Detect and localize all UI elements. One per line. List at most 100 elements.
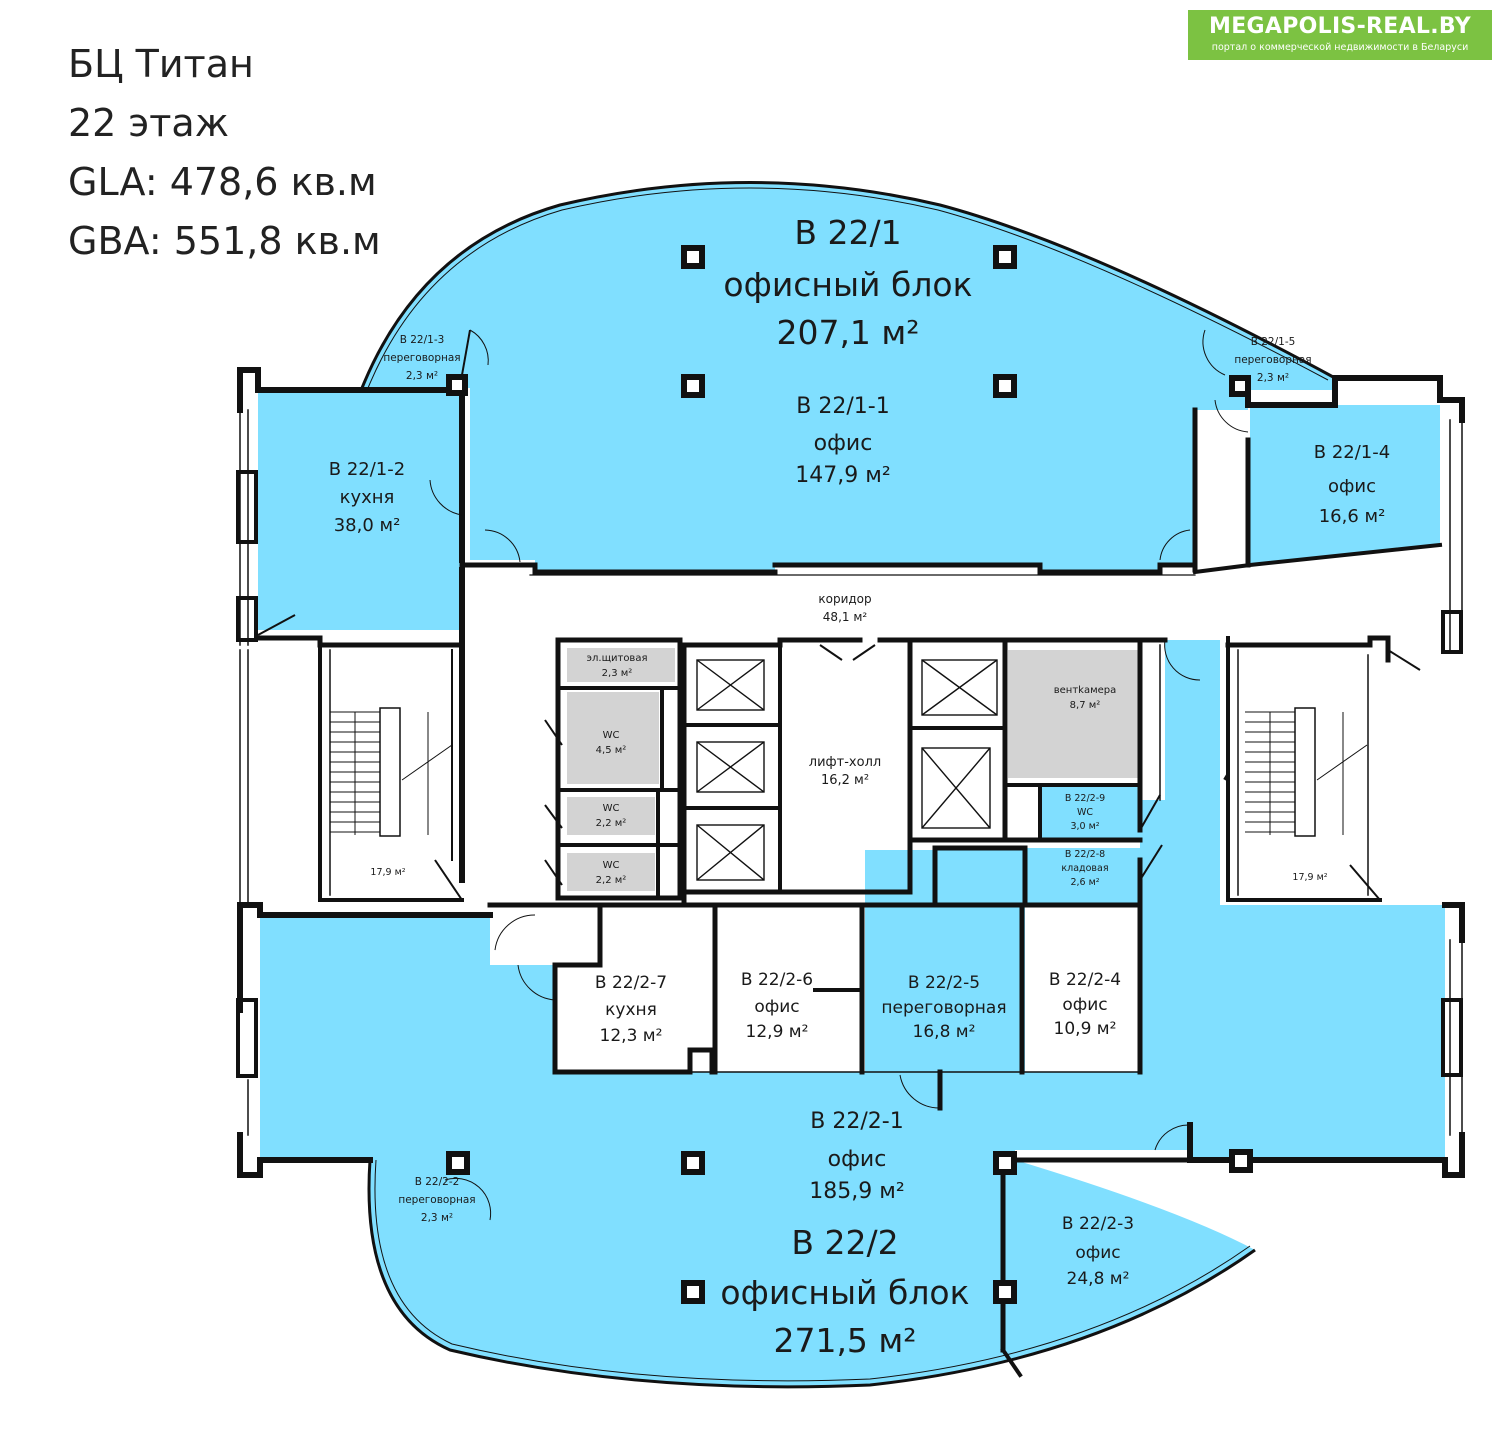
elec-type: эл.щитовая — [587, 653, 648, 664]
b2-6-type: офис — [754, 997, 799, 1017]
b2-1-type: офис — [828, 1147, 887, 1172]
room-b1-3-label: В 22/1-3 переговорная 2,3 м² — [383, 334, 460, 382]
door-swings — [257, 329, 1421, 1221]
elec-label: эл.щитовая 2,3 м² — [587, 653, 648, 679]
room-b1-2-area — [258, 390, 462, 630]
b1-3-area: 2,3 м² — [406, 370, 438, 382]
b2-7-label: В 22/2-7 кухня 12,3 м² — [595, 973, 667, 1046]
wc2-area: 2,2 м² — [596, 818, 627, 829]
room-wc3-area — [567, 853, 655, 891]
site-logo[interactable]: MEGAPOLIS-REAL.BY портал о коммерческой … — [1188, 10, 1492, 60]
room-wc2-area — [567, 797, 655, 835]
b2-label: В 22/2 офисный блок 271,5 м² — [720, 1223, 969, 1360]
columns — [446, 245, 1253, 1304]
b1-5-area: 2,3 м² — [1257, 372, 1289, 384]
block-b1-area — [362, 182, 1335, 572]
b2-1-label: В 22/2-1 офис 185,9 м² — [809, 1109, 904, 1204]
room-b1-4-area — [1250, 405, 1440, 565]
corridor-type: коридор — [818, 592, 871, 606]
room-wc1-area — [567, 692, 659, 784]
b1-2-type: кухня — [340, 487, 395, 508]
lift-hall-area: 16,2 м² — [821, 773, 869, 788]
b2-8-type: кладовая — [1061, 863, 1108, 874]
gba-text: GBA: 551,8 кв.м — [68, 219, 381, 263]
b2-4-label: В 22/2-4 офис 10,9 м² — [1049, 970, 1121, 1039]
b1-3-id: В 22/1-3 — [400, 334, 445, 346]
b1-4-id: В 22/1-4 — [1314, 442, 1390, 463]
b2-1-area: 185,9 м² — [809, 1179, 904, 1204]
b2-7-type: кухня — [605, 1000, 657, 1020]
b1-type: офисный блок — [723, 265, 972, 304]
b2-7-id: В 22/2-7 — [595, 973, 667, 993]
b2-type: офисный блок — [720, 1273, 969, 1312]
b2-7-area: 12,3 м² — [600, 1026, 663, 1046]
lift-hall-type: лифт-холл — [809, 755, 881, 770]
b2-5-type: переговорная — [881, 998, 1006, 1018]
room-b1-label: В 22/1 офисный блок 207,1 м² — [723, 213, 972, 352]
b2-2-area: 2,3 м² — [421, 1212, 453, 1224]
b2-9-type: WC — [1077, 807, 1093, 818]
b2-8-id: В 22/2-8 — [1065, 849, 1105, 860]
b1-1-type: офис — [814, 431, 873, 456]
outer-arc-bottom-inner — [374, 1159, 1251, 1382]
wc3-area: 2,2 м² — [596, 875, 627, 886]
b1-3-type: переговорная — [383, 352, 460, 364]
room-b2-5-area — [865, 850, 1025, 1072]
corridor-label: коридор 48,1 м² — [818, 592, 871, 624]
b2-4-type: офис — [1062, 995, 1107, 1015]
b1-2-id: В 22/1-2 — [329, 459, 405, 480]
wc3-label: WC 2,2 м² — [596, 860, 627, 886]
wc3-type: WC — [603, 860, 620, 871]
wc2-type: WC — [603, 803, 620, 814]
lift-shafts — [696, 659, 998, 881]
b2-3-area: 24,8 м² — [1067, 1269, 1130, 1289]
wc1-type: WC — [603, 730, 620, 741]
b2-8-area: 2,6 м² — [1070, 877, 1099, 888]
b2-8-label: В 22/2-8 кладовая 2,6 м² — [1061, 849, 1108, 888]
stair-left-graphic — [330, 707, 453, 837]
b2-3-id: В 22/2-3 — [1062, 1214, 1134, 1234]
b1-2-area: 38,0 м² — [334, 515, 401, 536]
gla-text: GLA: 478,6 кв.м — [68, 160, 377, 204]
b2-3-label: В 22/2-3 офис 24,8 м² — [1062, 1214, 1134, 1289]
outer-arc-top — [360, 181, 1336, 389]
room-b2-9-area — [1040, 785, 1140, 840]
stair-left-area: 17,9 м² — [370, 867, 405, 878]
wc1-area: 4,5 м² — [596, 745, 627, 756]
b2-3-type: офис — [1075, 1243, 1120, 1263]
b2-5-area: 16,8 м² — [913, 1022, 976, 1042]
b2-9-label: В 22/2-9 WC 3,0 м² — [1065, 793, 1105, 832]
floor-title: 22 этаж — [68, 101, 229, 145]
elec-area: 2,3 м² — [602, 668, 633, 679]
vent-type: вентkамера — [1054, 685, 1117, 696]
b2-1-id: В 22/2-1 — [810, 1109, 903, 1134]
room-b1-4-label: В 22/1-4 офис 16,6 м² — [1314, 442, 1390, 527]
b2-5-id: В 22/2-5 — [908, 973, 980, 993]
room-b1-5-label: В 22/1-5 переговорная 2,3 м² — [1234, 336, 1311, 384]
room-b1-2-label: В 22/1-2 кухня 38,0 м² — [329, 459, 405, 536]
outer-arc-top-inner — [367, 187, 1329, 389]
wc2-label: WC 2,2 м² — [596, 803, 627, 829]
room-b1-1-label: В 22/1-1 офис 147,9 м² — [795, 394, 890, 488]
room-elec-area — [567, 648, 675, 682]
outer-arc-bottom — [367, 1159, 1256, 1389]
logo-name: MEGAPOLIS-REAL.BY — [1209, 14, 1471, 39]
b2-2-id: В 22/2-2 — [415, 1176, 460, 1188]
b2-4-area: 10,9 м² — [1054, 1019, 1117, 1039]
b1-5-id: В 22/1-5 — [1251, 336, 1296, 348]
b1-id: В 22/1 — [794, 213, 901, 252]
b2-2-type: переговорная — [398, 1194, 475, 1206]
b2-9-area: 3,0 м² — [1070, 821, 1099, 832]
b2-6-area: 12,9 м² — [746, 1022, 809, 1042]
b2-4-id: В 22/2-4 — [1049, 970, 1121, 990]
b2-9-id: В 22/2-9 — [1065, 793, 1105, 804]
vent-area: 8,7 м² — [1070, 700, 1101, 711]
building-title: БЦ Титан — [68, 42, 254, 86]
b2-2-label: В 22/2-2 переговорная 2,3 м² — [398, 1176, 475, 1224]
stair-right-area: 17,9 м² — [1292, 872, 1327, 883]
b2-5-label: В 22/2-5 переговорная 16,8 м² — [881, 973, 1006, 1042]
vent-label: вентkамера 8,7 м² — [1054, 685, 1117, 711]
b2-area: 271,5 м² — [773, 1321, 916, 1360]
b1-1-id: В 22/1-1 — [796, 394, 889, 419]
